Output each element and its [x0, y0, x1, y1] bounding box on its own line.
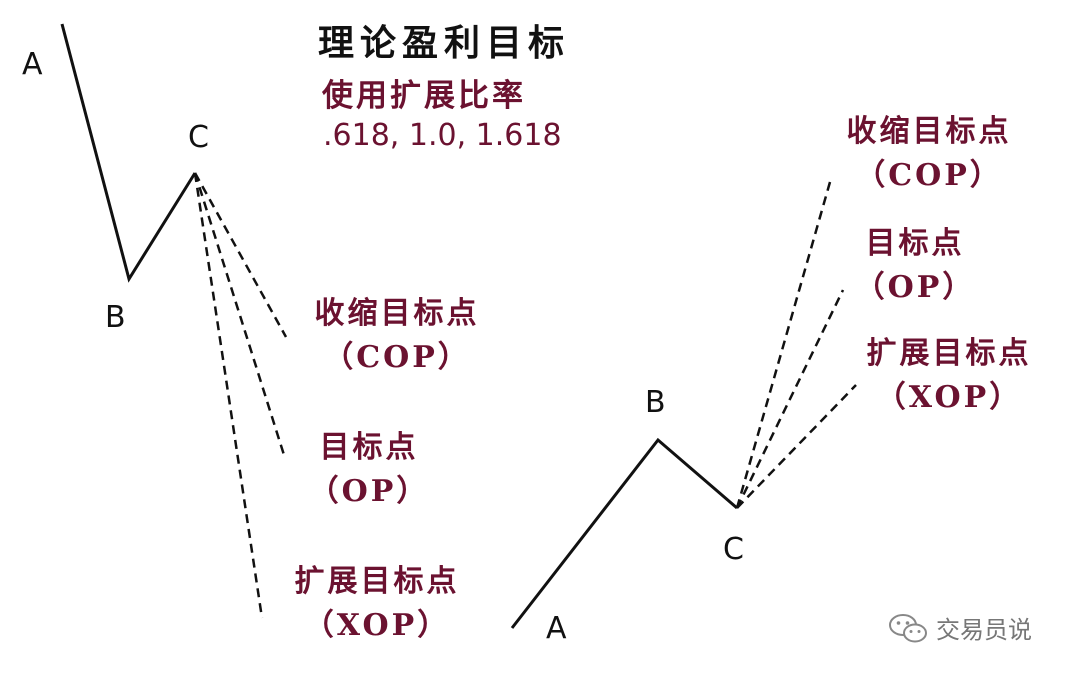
left-target-cop: 收缩目标点 （COP） [294, 292, 500, 380]
right-target-xop-code: （XOP） [875, 380, 1023, 415]
left-target-cop-code: （COP） [323, 340, 471, 375]
diagram-title: 理论盈利目标 [318, 22, 571, 64]
left-projection-op [193, 172, 286, 456]
left-point-b: B [105, 300, 126, 335]
right-target-cop: 收缩目标点 （COP） [826, 110, 1032, 198]
right-projection-op [735, 289, 845, 509]
left-projection-cop [193, 172, 288, 338]
right-projection-xop [736, 384, 857, 509]
wechat-icon [889, 613, 927, 642]
left-target-op-name: 目标点 [319, 430, 419, 465]
left-target-op-code: （OP） [308, 474, 430, 509]
left-projection-xop [193, 172, 264, 619]
right-wave-abc [510, 437, 738, 629]
left-target-xop-code: （XOP） [303, 608, 451, 643]
right-target-op-code: （OP） [854, 270, 976, 305]
watermark: 交易员说 [888, 610, 1032, 645]
right-projection-cop [735, 181, 832, 509]
left-wave-abc [60, 23, 197, 283]
right-point-b: B [645, 385, 666, 420]
right-target-xop: 扩展目标点 （XOP） [846, 332, 1052, 420]
right-target-cop-name: 收缩目标点 [846, 114, 1012, 149]
extension-ratios: .618, 1.0, 1.618 [323, 118, 562, 153]
watermark-text: 交易员说 [936, 616, 1032, 644]
right-target-op: 目标点 （OP） [842, 222, 988, 310]
right-target-cop-code: （COP） [855, 158, 1003, 193]
left-target-xop: 扩展目标点 （XOP） [274, 560, 480, 648]
left-target-op: 目标点 （OP） [296, 426, 442, 514]
left-target-cop-name: 收缩目标点 [314, 296, 480, 331]
right-point-a: A [546, 611, 567, 646]
right-target-xop-name: 扩展目标点 [866, 336, 1032, 371]
left-point-a: A [22, 47, 43, 82]
diagram-subtitle: 使用扩展比率 [322, 78, 526, 114]
left-target-xop-name: 扩展目标点 [294, 564, 460, 599]
left-point-c: C [188, 120, 209, 155]
right-target-op-name: 目标点 [865, 226, 965, 261]
right-point-c: C [723, 532, 744, 567]
